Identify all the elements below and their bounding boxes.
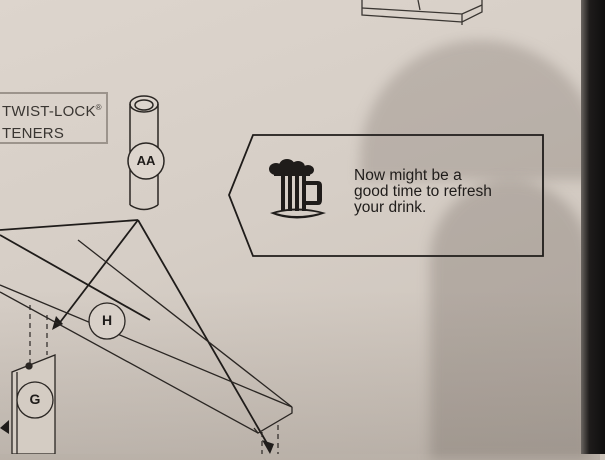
part-label-aa: AA	[136, 153, 156, 168]
part-label-h: H	[101, 312, 113, 328]
pointer-lines	[0, 219, 269, 446]
dowel-aa	[127, 95, 165, 211]
beer-mug-icon	[269, 159, 326, 219]
callout-message: Now might be a good time to refresh your…	[354, 168, 492, 216]
fastener-label-box	[0, 92, 108, 144]
part-label-g: G	[29, 391, 41, 407]
callout-line-2: good time to refresh	[354, 183, 492, 200]
page-edge	[581, 0, 605, 454]
manual-page	[0, 0, 581, 454]
registered-mark: ®	[95, 103, 102, 112]
callout-line-1: Now might be a	[354, 167, 462, 184]
fastener-line-1: TWIST-LOCK	[2, 103, 96, 120]
panel-g	[11, 354, 56, 454]
panel-h	[0, 239, 293, 434]
cabinet-illustration	[361, 0, 483, 25]
alignment-dashes	[29, 305, 279, 454]
fastener-line-2: TENERS	[2, 125, 65, 142]
callout-border	[228, 134, 544, 257]
arrow-head-lower	[262, 440, 274, 454]
callout-line-3: your drink.	[354, 199, 427, 216]
fastener-label: TWIST-LOCK® TENERS	[2, 97, 102, 145]
hand-shadow-lower	[430, 180, 590, 460]
arrow-head-left	[0, 420, 9, 434]
